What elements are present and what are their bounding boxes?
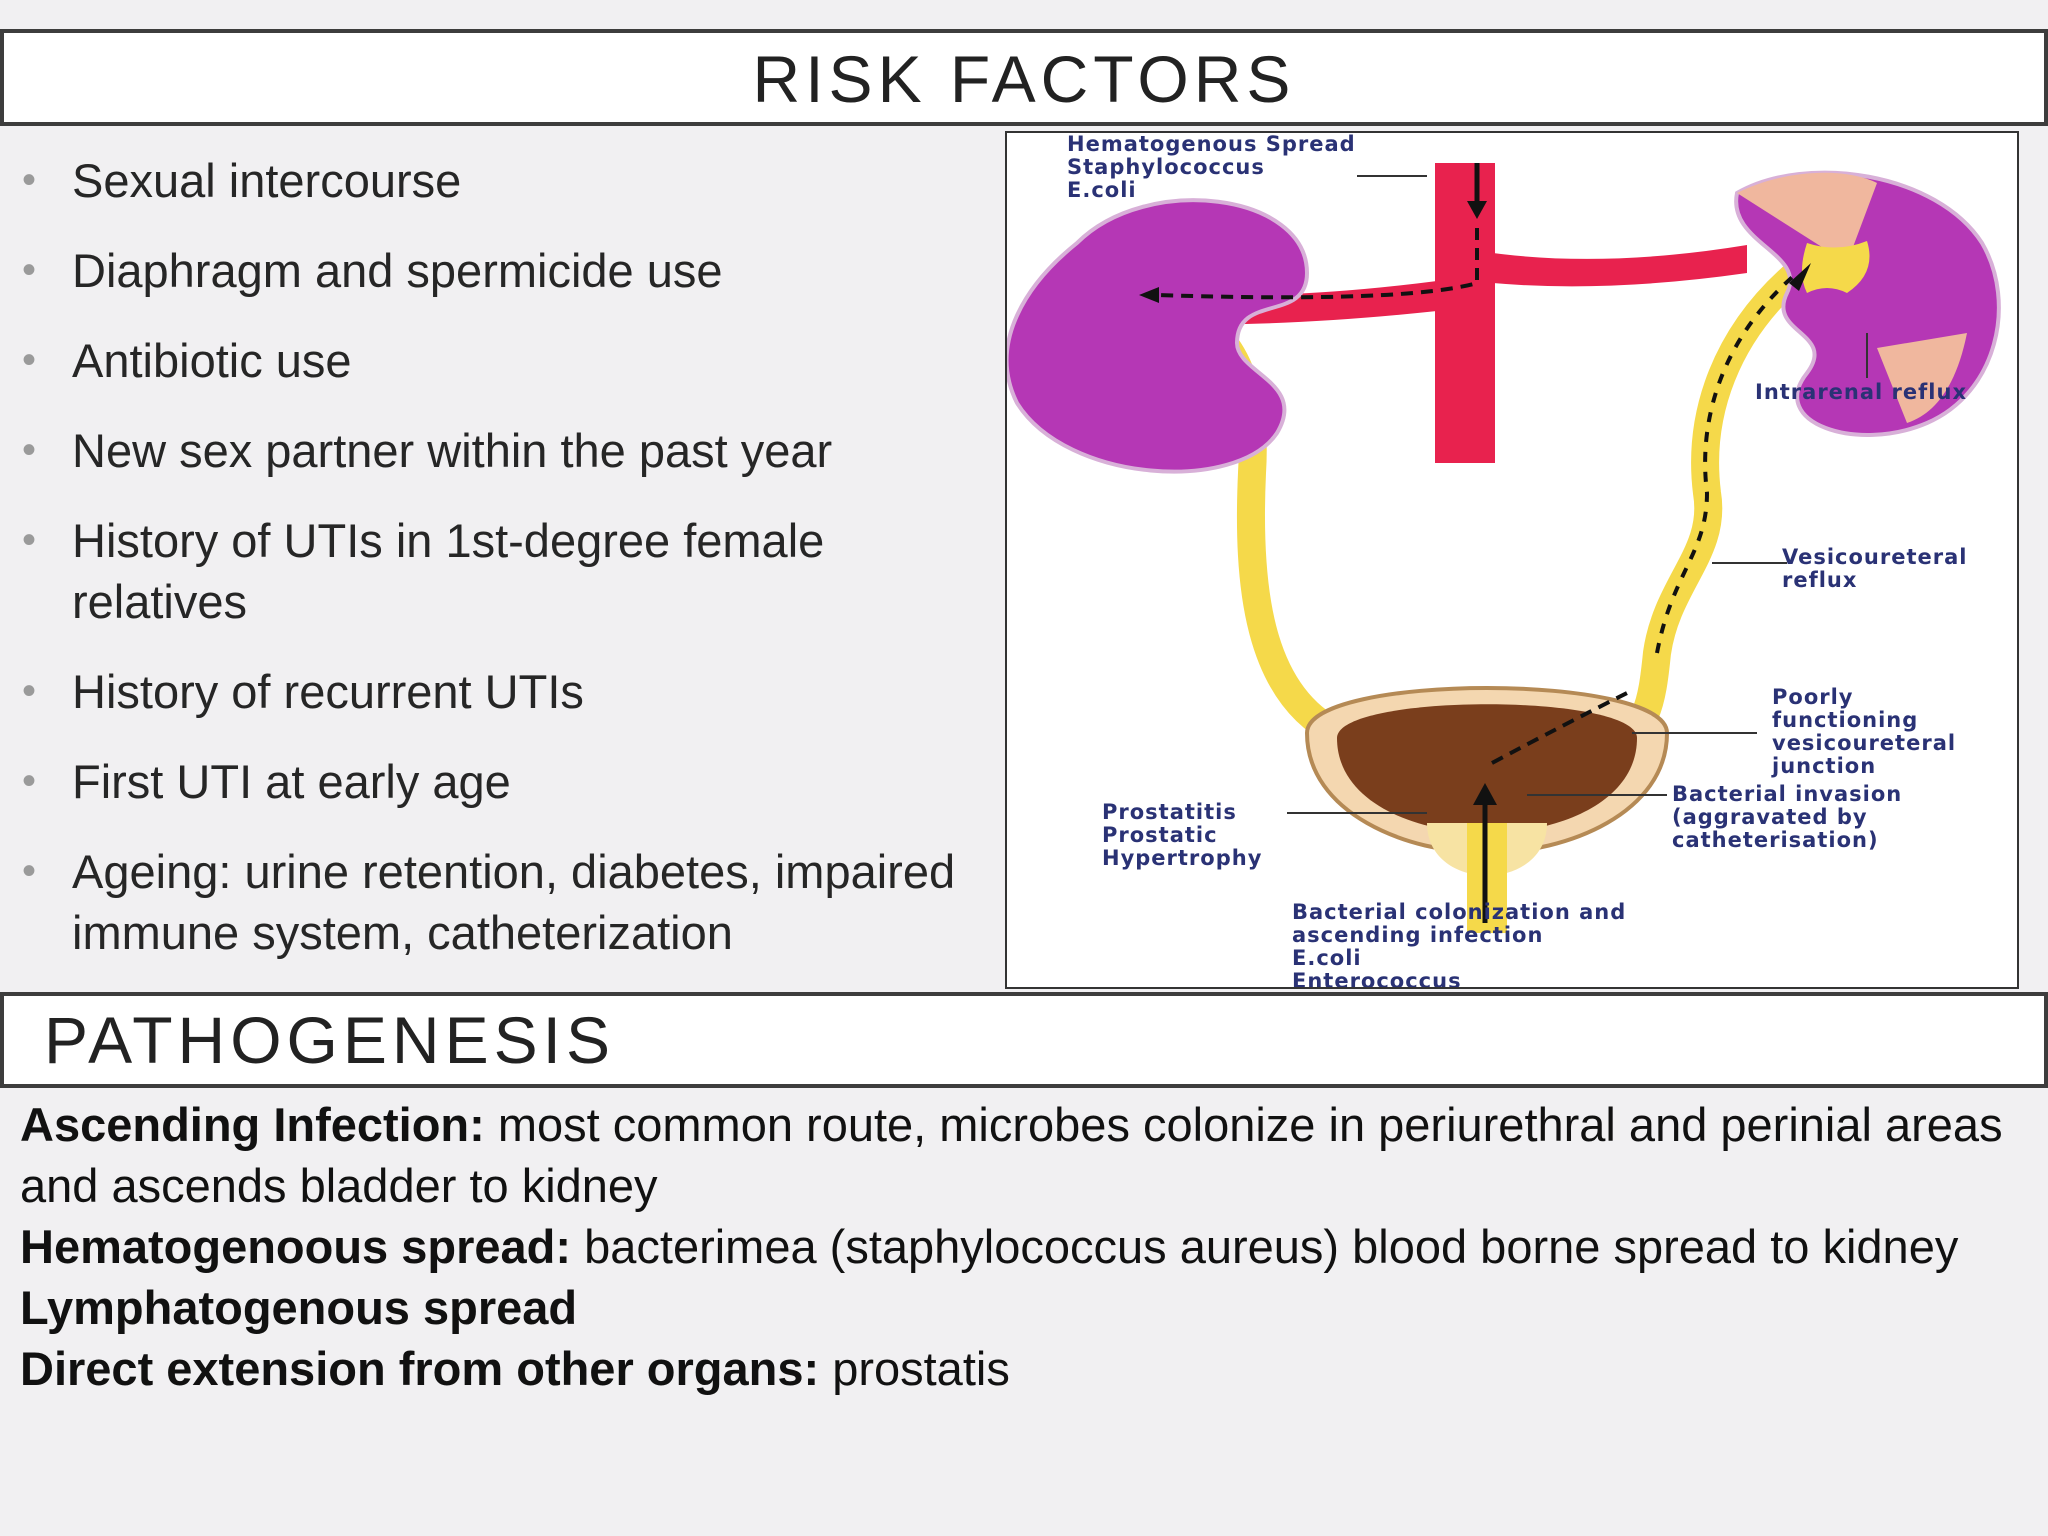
right-kidney-segment-top: [1737, 172, 1877, 263]
list-item: •Diaphragm and spermicide use: [0, 240, 1005, 301]
blood-borne-path: [1156, 228, 1479, 300]
bullet-icon: •: [22, 428, 37, 472]
bullet-icon: •: [22, 518, 37, 562]
arrowhead-icon: [1473, 783, 1497, 805]
list-item: •History of UTIs in 1st-degree female re…: [0, 510, 960, 632]
bullet-icon: •: [22, 849, 37, 893]
bullet-icon: •: [22, 669, 37, 713]
risk-factors-list: •Sexual intercourse •Diaphragm and sperm…: [0, 150, 1005, 992]
pathogenesis-line: Hematogenoous spread: bacterimea (staphy…: [20, 1220, 1959, 1273]
label-hematogenous: Hematogenous Spread Staphylococcus E.col…: [1067, 132, 1356, 202]
right-renal-artery: [1493, 245, 1747, 287]
list-item: •History of recurrent UTIs: [0, 661, 1005, 722]
bullet-icon: •: [22, 338, 37, 382]
label-intrarenal-reflux: Intrarenal reflux: [1755, 380, 1967, 404]
right-kidney-segment-bottom: [1877, 333, 1967, 423]
arrowhead-icon: [1139, 287, 1159, 303]
renal-pelvis: [1802, 241, 1870, 293]
label-poorly-functioning: Poorly functioning vesicoureteral juncti…: [1772, 685, 1957, 778]
bullet-icon: •: [22, 248, 37, 292]
reflux-path: [1491, 691, 1628, 765]
left-kidney: [1007, 198, 1310, 474]
pathogenesis-text: Ascending Infection: most common route, …: [20, 1094, 2020, 1399]
list-item: •Antibiotic use: [0, 330, 1005, 391]
label-prostatitis: Prostatitis Prostatic Hypertrophy: [1102, 800, 1263, 870]
list-item: •First UTI at early age: [0, 751, 1005, 812]
pathogenesis-line: Ascending Infection: most common route, …: [20, 1098, 2003, 1212]
pathogenesis-line: Lymphatogenous spread: [20, 1277, 2020, 1338]
pathogenesis-header: PATHOGENESIS: [0, 992, 2048, 1088]
bullet-icon: •: [22, 158, 37, 202]
urinary-tract-illustration: [1007, 163, 2001, 933]
right-ureter: [1593, 259, 1811, 767]
bullet-icon: •: [22, 759, 37, 803]
list-item: •Sexual intercourse: [0, 150, 1005, 211]
arrowhead-icon: [1789, 263, 1811, 291]
label-bacterial-invasion: Bacterial invasion (aggravated by cathet…: [1672, 782, 1903, 852]
bladder-interior: [1337, 704, 1637, 833]
list-item: •New sex partner within the past year: [0, 420, 1005, 481]
aorta: [1435, 163, 1495, 463]
ureter-reflux-path: [1655, 271, 1799, 654]
arrowhead-icon: [1467, 201, 1487, 219]
list-item: •Ageing: urine retention, diabetes, impa…: [0, 841, 1010, 963]
label-vesicoureteral-reflux: Vesicoureteral reflux: [1782, 545, 1968, 592]
pathogenesis-term: Hematogenoous spread:: [20, 1220, 572, 1273]
label-bacterial-colonization: Bacterial colonization and ascending inf…: [1292, 900, 1627, 989]
pathogenesis-line: Direct extension from other organs: pros…: [20, 1342, 1010, 1395]
pathogenesis-term: Direct extension from other organs:: [20, 1342, 820, 1395]
urinary-tract-diagram: Hematogenous Spread Staphylococcus E.col…: [1005, 131, 2019, 989]
risk-factors-header: RISK FACTORS: [0, 29, 2048, 126]
risk-factors-title: RISK FACTORS: [752, 42, 1296, 116]
pathogenesis-term: Lymphatogenous spread: [20, 1281, 578, 1334]
pathogenesis-term: Ascending Infection:: [20, 1098, 485, 1151]
pathogenesis-title: PATHOGENESIS: [44, 1003, 615, 1077]
